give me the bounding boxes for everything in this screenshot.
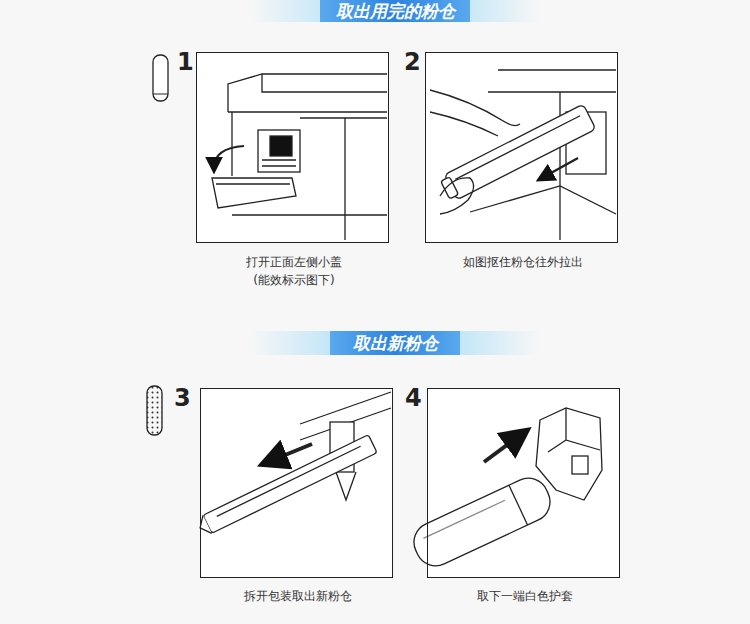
- banner-title: 取出新粉仓: [353, 335, 438, 352]
- step-number: 1: [177, 50, 194, 74]
- step-panel: 1打开正面左侧小盖 (能效标示图下): [196, 52, 389, 243]
- pull-drawing: [430, 70, 616, 240]
- step-number: 2: [404, 50, 421, 74]
- step-caption: 如图抠住粉仓往外拉出: [428, 253, 618, 271]
- banner-bar: [250, 0, 540, 22]
- step-number: 4: [405, 386, 422, 410]
- section-banner: 取出用完的粉仓: [320, 0, 470, 22]
- cap-drawing: [407, 408, 602, 572]
- toner-icon: [153, 94, 168, 95]
- step-panel: 4取下一端白色护套: [427, 388, 620, 578]
- panel-ground: [425, 52, 618, 243]
- section-banner: 取出新粉仓: [330, 331, 460, 355]
- step-panel: 2如图抠住粉仓往外拉出: [425, 52, 618, 243]
- panel-ground: [196, 52, 389, 243]
- unpack-drawing: [196, 392, 391, 537]
- step-panel: 3拆开包装取出新粉仓: [200, 388, 393, 578]
- banner-title: 取出用完的粉仓: [336, 3, 455, 20]
- toner-icon: [153, 55, 168, 101]
- panel-ground: [200, 388, 393, 578]
- step-caption: 拆开包装取出新粉仓: [203, 587, 393, 605]
- toner-icon: [147, 386, 162, 435]
- step-caption: 打开正面左侧小盖 (能效标示图下): [234, 253, 354, 289]
- banner-bar: [250, 331, 540, 355]
- step-caption: 取下一端白色护套: [430, 587, 620, 605]
- step-number: 3: [174, 386, 191, 410]
- copier-drawing: [212, 74, 387, 240]
